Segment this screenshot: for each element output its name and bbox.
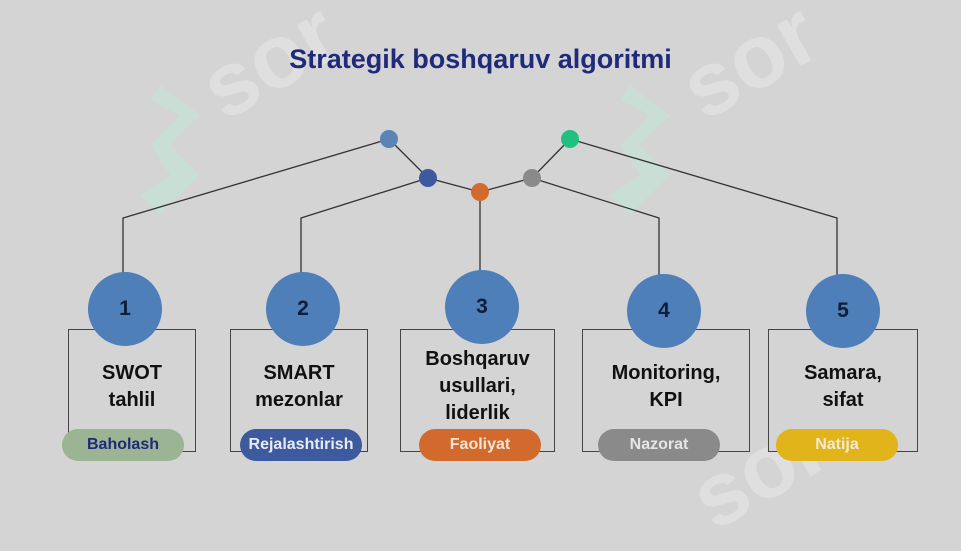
step-label-pill: Natija xyxy=(776,429,898,461)
node-dot-5 xyxy=(561,130,579,148)
step-label-pill: Faoliyat xyxy=(419,429,541,461)
step-label-pill: Rejalashtirish xyxy=(240,429,362,461)
node-dot-3 xyxy=(471,183,489,201)
step-text: Boshqaruv usullari, liderlik xyxy=(425,348,530,424)
logo-mark-icon xyxy=(140,85,200,215)
step-number-badge: 3 xyxy=(445,270,519,344)
step-label-pill: Nazorat xyxy=(598,429,720,461)
step-number-badge: 2 xyxy=(266,272,340,346)
node-dot-1 xyxy=(380,130,398,148)
step-number-badge: 4 xyxy=(627,274,701,348)
step-text: SWOT tahlil xyxy=(102,362,162,411)
node-dot-2 xyxy=(419,169,437,187)
step-number-badge: 5 xyxy=(806,274,880,348)
connector-line-5 xyxy=(569,138,838,276)
step-label-pill: Baholash xyxy=(62,429,184,461)
logo-mark-icon xyxy=(610,85,670,215)
connector-line-2 xyxy=(300,177,429,276)
step-number-badge: 1 xyxy=(88,272,162,346)
step-text: Monitoring, KPI xyxy=(611,362,721,411)
connector-line-1 xyxy=(122,138,390,276)
step-text: Samara, sifat xyxy=(804,362,882,411)
step-text: SMART mezonlar xyxy=(255,362,343,411)
node-dot-4 xyxy=(523,169,541,187)
connector-line-4 xyxy=(531,177,660,276)
page-title: Strategik boshqaruv algoritmi xyxy=(289,44,672,74)
